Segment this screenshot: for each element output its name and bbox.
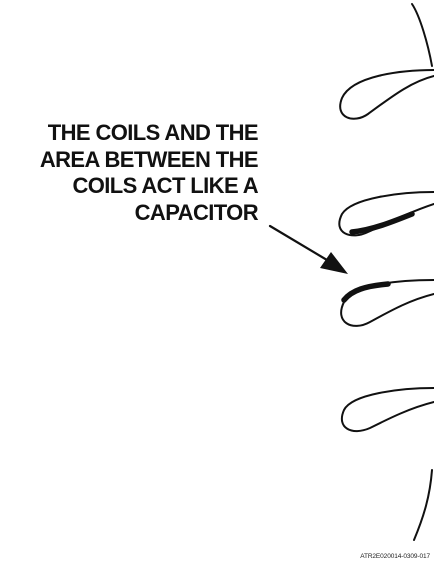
caption-line: AREA BETWEEN THE	[39, 146, 259, 172]
coil-lead-bottom	[413, 469, 433, 541]
caption-line: THE COILS AND THE	[47, 120, 259, 145]
capacitive-segment-upper	[349, 211, 415, 235]
caption-line: COILS ACT LIKE A	[72, 173, 258, 198]
pointer-arrow-icon	[268, 224, 348, 274]
figure-id: ATR2E020014-0309-017	[360, 553, 430, 560]
coil-loop-3	[340, 279, 434, 327]
caption-line: CAPACITOR	[134, 199, 259, 225]
coil-loop-4	[341, 387, 434, 433]
coil-loop-1	[339, 69, 434, 120]
caption-text: THE COILS AND THE AREA BETWEEN THE COILS…	[0, 120, 259, 226]
capacitive-segment-lower	[341, 281, 391, 303]
coil-loop-2	[338, 191, 434, 237]
coil-lead-top	[411, 3, 433, 67]
